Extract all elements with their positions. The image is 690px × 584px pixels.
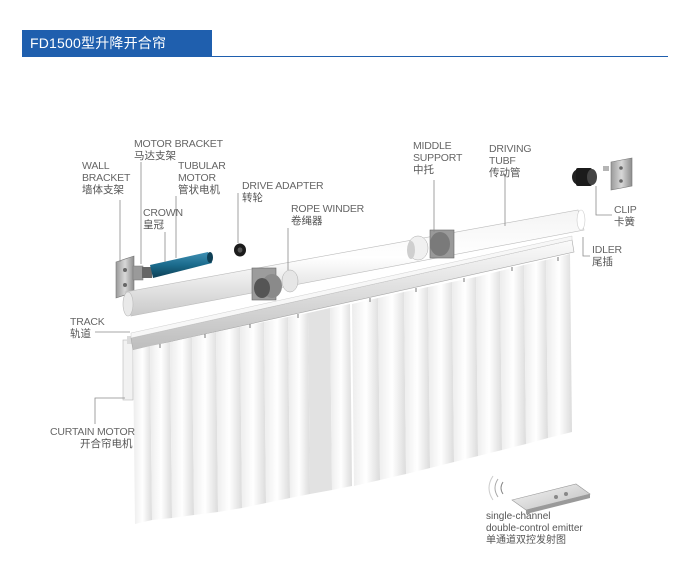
remote-emitter [488, 475, 591, 514]
title-underline [22, 56, 668, 57]
label-wall-bracket: WALL BRACKET 墙体支架 [82, 160, 131, 196]
track [130, 235, 575, 351]
label-driving-tube: DRIVING TUBF 传动管 [489, 143, 532, 179]
wall-bracket-left [115, 255, 144, 299]
leader-lines [94, 162, 612, 424]
drive-adapter [234, 243, 246, 257]
emitter-line-1: single-channel [486, 511, 551, 522]
label-drive-adapter: DRIVE ADAPTER 转轮 [242, 180, 324, 204]
emitter-line-2: double-control emitter [486, 523, 583, 534]
label-middle-support: MIDDLE SUPPORT 中托 [413, 140, 463, 176]
driving-tube [122, 209, 586, 317]
middle-support [407, 229, 455, 261]
label-clip: CLIP 卡簧 [614, 204, 637, 228]
curtain-right-panel [352, 254, 572, 486]
emitter-line-3: 单通道双控发射图 [486, 535, 566, 546]
curtain-left-panel [133, 304, 352, 524]
label-crown: CROWN 皇冠 [143, 207, 183, 231]
idler-and-clip [572, 157, 633, 191]
track-runners [159, 257, 559, 348]
label-idler: IDLER 尾插 [592, 244, 622, 268]
rope-winder [251, 267, 299, 301]
label-curtain-motor: CURTAIN MOTOR 开合帘电机 [50, 426, 135, 450]
page-title: FD1500型升降开合帘 [22, 30, 212, 56]
curtain-motor [122, 336, 134, 401]
label-motor-bracket: MOTOR BRACKET 马达支架 [134, 138, 223, 162]
tubular-motor [142, 252, 213, 278]
emitter-caption: single-channel double-control emitter 单通… [486, 511, 583, 547]
label-track: TRACK 轨道 [70, 316, 105, 340]
label-rope-winder: ROPE WINDER 卷绳器 [291, 203, 365, 227]
label-tubular-motor: TUBULAR MOTOR 管状电机 [178, 160, 226, 196]
